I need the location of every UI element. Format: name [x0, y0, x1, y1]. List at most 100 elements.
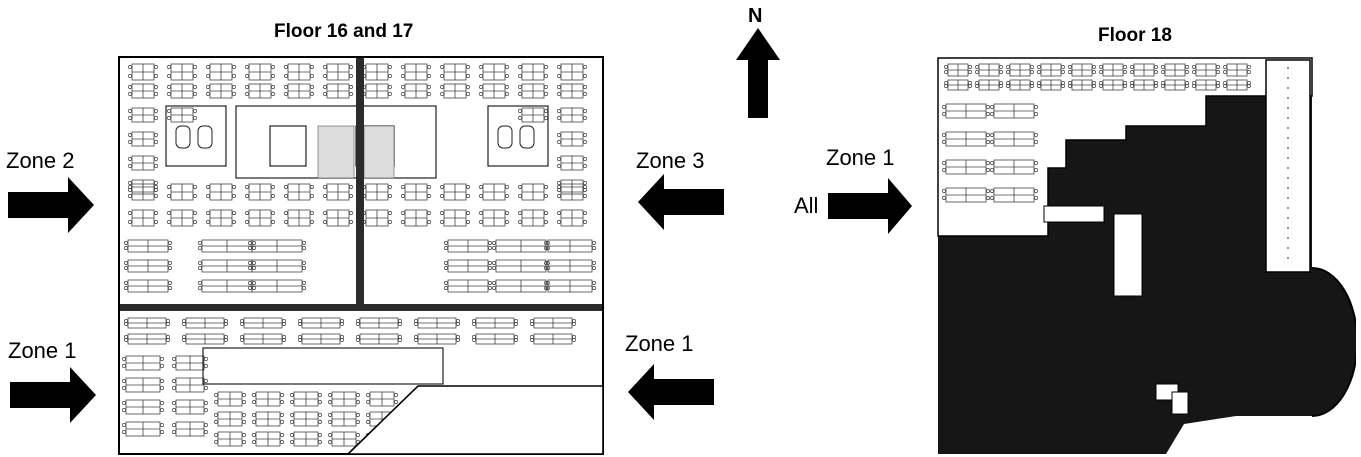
workstation-cluster [942, 187, 990, 203]
workstation-cluster [479, 63, 509, 81]
workstation-cluster [366, 391, 398, 407]
north-arrow-icon [736, 28, 780, 118]
workstation-cluster [518, 83, 548, 99]
workstation-cluster [440, 63, 470, 81]
arrow-left-icon [638, 174, 724, 230]
workstation-cluster [544, 259, 596, 273]
workstation-cluster [479, 209, 509, 227]
workstation-cluster [479, 83, 509, 99]
workstation-cluster [414, 317, 460, 329]
workstation-cluster [557, 155, 587, 171]
workstation-cluster [240, 333, 286, 345]
workstation-cluster [942, 159, 990, 175]
workstation-cluster [557, 107, 587, 123]
zone-2-label: Zone 2 [6, 148, 75, 173]
workstation-cluster [557, 63, 587, 81]
workstation-cluster [1099, 63, 1127, 77]
workstation-cluster [323, 83, 353, 99]
workstation-cluster [942, 131, 990, 147]
workstation-cluster [444, 239, 492, 253]
arrow-right-icon [828, 178, 912, 234]
workstation-cluster [124, 239, 172, 253]
workstation-cluster [1130, 63, 1158, 77]
workstation-cluster [124, 279, 172, 293]
workstation-cluster [128, 209, 158, 227]
all-label: All [794, 193, 819, 218]
workstation-cluster [323, 183, 353, 201]
workstation-cluster [172, 377, 208, 393]
zone-1-east-label: Zone 1 [625, 331, 694, 356]
workstation-cluster [124, 317, 170, 329]
workstation-cluster [544, 279, 596, 293]
workstation-cluster [1006, 63, 1034, 77]
workstation-cluster [206, 83, 236, 99]
workstation-cluster [1037, 63, 1065, 77]
workstation-cluster [1037, 79, 1065, 91]
workstation-cluster [248, 259, 306, 273]
workstation-cluster [172, 355, 208, 371]
arrow-left-icon [628, 364, 714, 420]
workstation-cluster [172, 399, 208, 415]
workstation-cluster [328, 411, 360, 427]
workstation-cluster [944, 79, 972, 91]
workstation-cluster [290, 431, 322, 447]
workstation-cluster [206, 183, 236, 201]
workstation-cluster [544, 239, 596, 253]
workstation-cluster [122, 377, 164, 393]
workstation-cluster [1068, 63, 1096, 77]
zone-3-label: Zone 3 [636, 148, 705, 173]
workstation-cluster [167, 107, 197, 123]
workstation-cluster [356, 317, 402, 329]
workstation-cluster [362, 183, 392, 201]
workstation-cluster [401, 83, 431, 99]
workstation-cluster [1006, 79, 1034, 91]
workstation-cluster [557, 183, 587, 201]
workstation-cluster [182, 333, 228, 345]
workstation-cluster [990, 131, 1038, 147]
workstation-cluster [323, 209, 353, 227]
workstation-cluster [530, 317, 576, 329]
workstation-cluster [122, 421, 164, 437]
workstation-cluster [401, 63, 431, 81]
workstation-cluster [284, 83, 314, 99]
workstation-cluster [290, 411, 322, 427]
workstation-cluster [172, 421, 208, 437]
workstation-cluster [1161, 63, 1189, 77]
arrow-right-icon [8, 177, 94, 233]
workstation-cluster [128, 131, 158, 147]
workstation-cluster [440, 209, 470, 227]
workstation-cluster [990, 159, 1038, 175]
workstation-cluster [128, 63, 158, 81]
workstation-cluster [245, 83, 275, 99]
workstation-cluster [128, 107, 158, 123]
workstation-cluster [328, 391, 360, 407]
workstation-cluster [401, 209, 431, 227]
workstation-cluster [167, 209, 197, 227]
workstation-cluster [518, 107, 548, 123]
workstation-cluster [557, 83, 587, 99]
workstation-cluster [122, 355, 164, 371]
workstation-cluster [323, 63, 353, 81]
workstation-cluster [128, 83, 158, 99]
zone-1-floor-18-label: Zone 1 [826, 145, 895, 170]
workstation-cluster [472, 333, 518, 345]
workstation-cluster [214, 431, 246, 447]
workstation-cluster [252, 411, 284, 427]
workstation-cluster [284, 63, 314, 81]
workstation-cluster [401, 183, 431, 201]
workstation-cluster [518, 63, 548, 81]
zone-1-west-label: Zone 1 [8, 338, 77, 363]
workstation-cluster [362, 63, 392, 81]
workstation-cluster [124, 333, 170, 345]
workstation-cluster [492, 259, 550, 273]
workstation-cluster [252, 391, 284, 407]
workstation-cluster [1223, 79, 1251, 91]
workstation-cluster [245, 209, 275, 227]
workstation-cluster [440, 183, 470, 201]
workstation-cluster [167, 183, 197, 201]
workstation-cluster [1099, 79, 1127, 91]
workstation-cluster [124, 259, 172, 273]
workstation-cluster [206, 63, 236, 81]
workstation-cluster [444, 259, 492, 273]
workstation-cluster [284, 209, 314, 227]
